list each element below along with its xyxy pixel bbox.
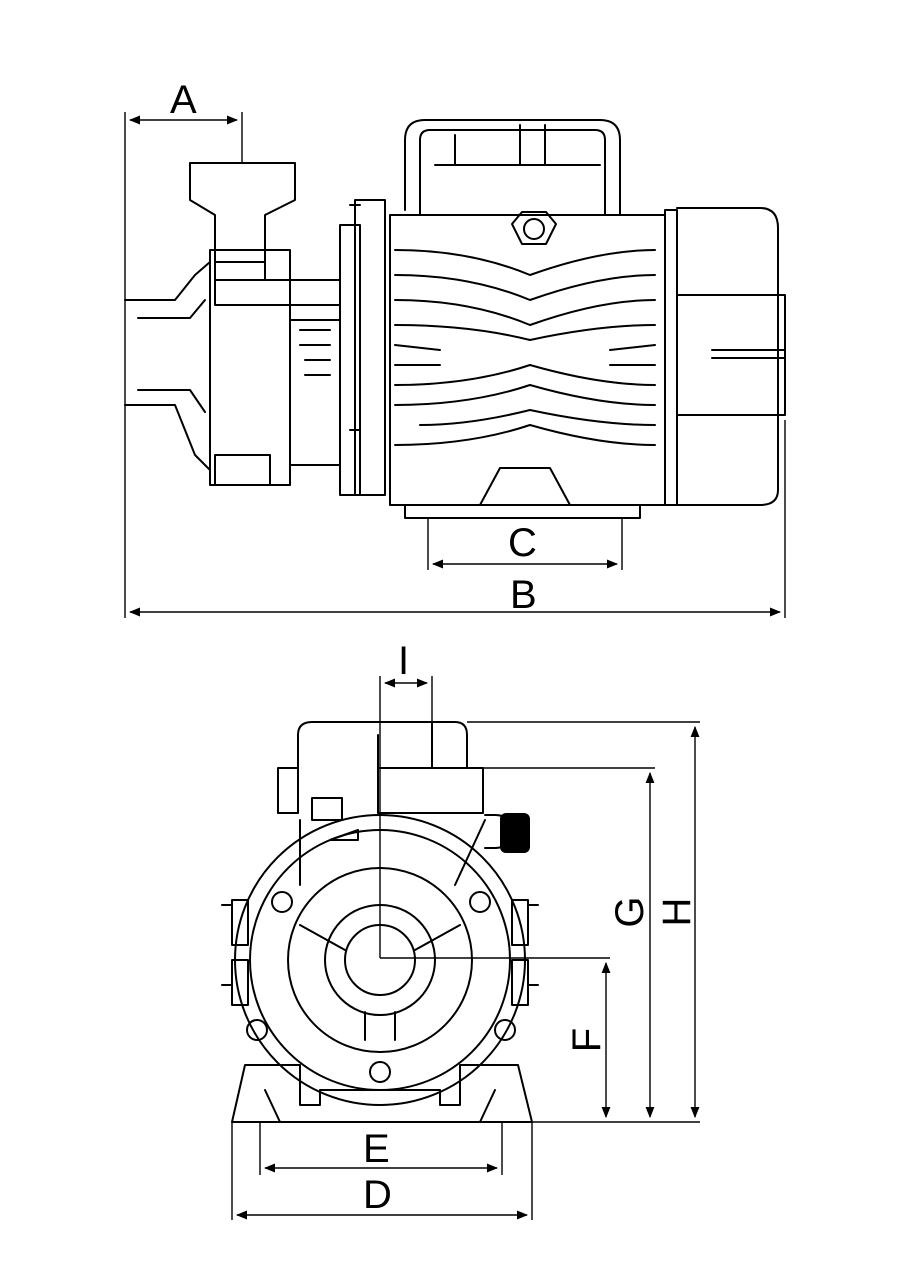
bolt-icons: [246, 891, 516, 1083]
side-view-dimensions: [124, 112, 786, 618]
dimension-label-a: A: [170, 78, 197, 122]
dimension-label-d: D: [363, 1173, 392, 1217]
front-view: [221, 721, 539, 1123]
front-view-dimensions: [231, 676, 700, 1220]
dimension-label-i: I: [398, 639, 409, 683]
dimension-label-b: B: [510, 573, 537, 617]
side-view: [124, 119, 786, 519]
dimension-label-h: H: [655, 898, 699, 927]
dimension-label-e: E: [363, 1127, 390, 1171]
dimension-label-c: C: [508, 521, 537, 565]
dimension-label-g: G: [608, 896, 652, 927]
dimension-label-f: F: [565, 1028, 609, 1052]
